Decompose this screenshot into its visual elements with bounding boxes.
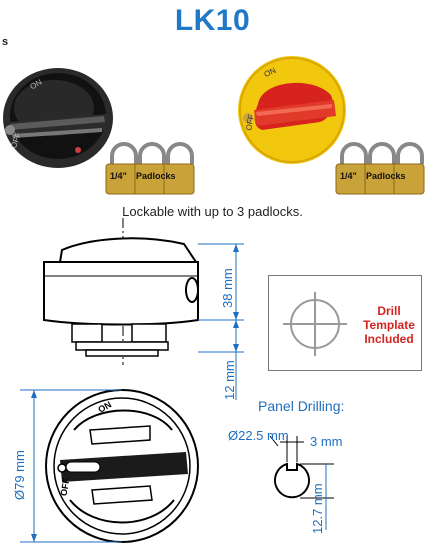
drill-target-icon: [283, 292, 347, 356]
yellow-knob-on-label: ON: [262, 65, 278, 80]
cut-off-side-label: s: [2, 36, 9, 48]
drill-template-box: Drill Template Included: [268, 275, 422, 371]
front-view-on-label: ON: [96, 399, 114, 415]
padlock-left-size-label: 1/4": [110, 171, 127, 181]
lockable-caption: Lockable with up to 3 padlocks.: [122, 204, 303, 219]
padlock-right-size-label: 1/4": [340, 171, 357, 181]
black-knob-on-label: ON: [28, 77, 44, 92]
padlock-right-word-label: Padlocks: [366, 171, 406, 181]
key-width-label: 3 mm: [310, 434, 343, 449]
diameter-dimension-label: Ø79 mm: [12, 450, 27, 500]
hole-diameter-label: Ø22.5 mm: [228, 428, 289, 443]
padlock-left-word-label: Padlocks: [136, 171, 176, 181]
page-title: LK10: [174, 4, 251, 37]
drill-template-line-3: Included: [364, 332, 414, 346]
height-dimension-label: 38 mm: [220, 268, 235, 308]
front-view-off-label: OFF: [58, 477, 72, 497]
panel-drilling-title: Panel Drilling:: [258, 398, 345, 414]
drill-template-line-1: Drill: [377, 304, 401, 318]
yellow-knob-off-label: OFF: [244, 113, 256, 132]
key-depth-label: 12.7 mm: [310, 483, 325, 534]
black-knob-off-label: OFF: [9, 131, 23, 150]
drill-template-line-2: Template: [363, 318, 415, 332]
depth-dimension-label: 12 mm: [222, 360, 237, 400]
